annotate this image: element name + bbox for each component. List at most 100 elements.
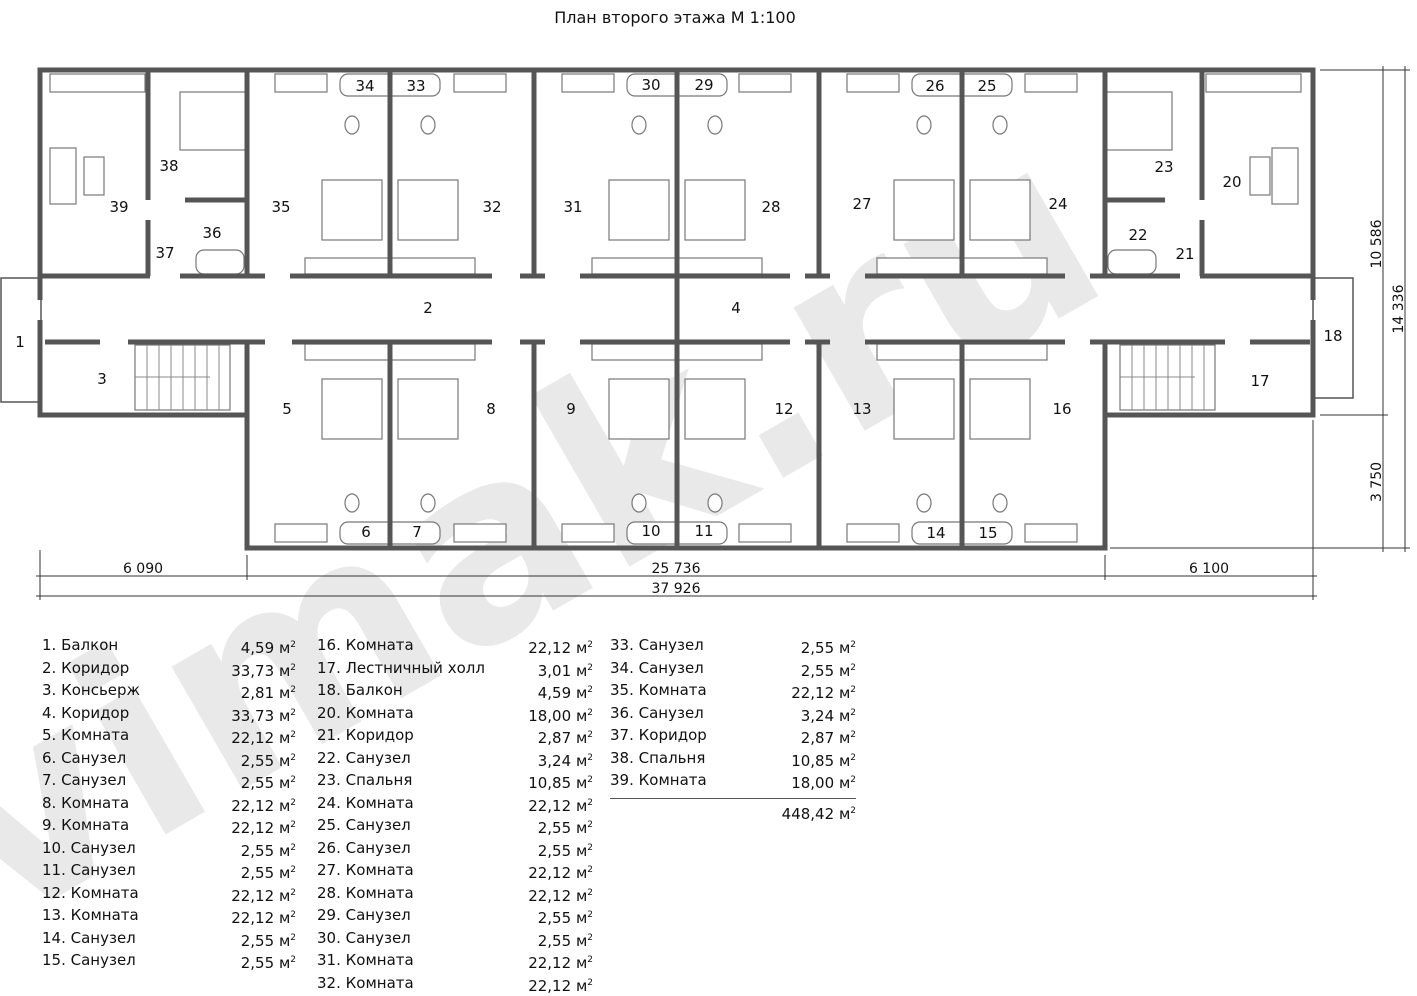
room-name: 28. Комната <box>317 884 414 907</box>
legend-row: 15. Санузел 2,55 м2 <box>42 951 296 974</box>
room-area: 2,55 м2 <box>241 951 296 974</box>
room-area: 10,85 м2 <box>791 749 856 772</box>
room-number: 36 <box>202 224 221 242</box>
room-number: 14 <box>926 524 945 542</box>
toilet <box>632 494 646 512</box>
dim-height-projection: 3 750 <box>1369 462 1385 502</box>
room-name: 30. Санузел <box>317 929 411 952</box>
kitchenette <box>454 74 506 92</box>
room-area: 4,59 м2 <box>241 636 296 659</box>
room-name: 22. Санузел <box>317 749 411 772</box>
legend-row: 13. Комната 22,12 м2 <box>42 906 296 929</box>
room-number: 30 <box>641 76 660 94</box>
room-area: 22,12 м2 <box>231 906 296 929</box>
room-name: 15. Санузел <box>42 951 136 974</box>
bed <box>322 180 382 240</box>
room-area: 33,73 м2 <box>231 704 296 727</box>
kitchenette <box>1025 74 1077 92</box>
room-name: 32. Комната <box>317 974 414 996</box>
room-area: 2,55 м2 <box>801 636 856 659</box>
room-name: 35. Комната <box>610 681 707 704</box>
room-area: 22,12 м2 <box>231 726 296 749</box>
legend-row: 11. Санузел 2,55 м2 <box>42 861 296 884</box>
room-number: 18 <box>1323 327 1342 345</box>
room-area: 22,12 м2 <box>528 861 593 884</box>
toilet <box>421 494 435 512</box>
room-area: 2,87 м2 <box>801 726 856 749</box>
room-number: 10 <box>641 522 660 540</box>
bed <box>894 379 954 439</box>
room-area: 22,12 м2 <box>791 681 856 704</box>
room-number: 34 <box>355 77 374 95</box>
room-area: 22,12 м2 <box>231 816 296 839</box>
room-number: 32 <box>482 198 501 216</box>
room-name: 39. Комната <box>610 771 707 794</box>
room-number: 5 <box>282 400 292 418</box>
room-area: 22,12 м2 <box>528 794 593 817</box>
room-area: 22,12 м2 <box>528 636 593 659</box>
toilet <box>708 494 722 512</box>
room-area: 22,12 м2 <box>231 794 296 817</box>
dim-right-wing: 6 100 <box>1189 561 1229 577</box>
room-name: 12. Комната <box>42 884 139 907</box>
room-name: 7. Санузел <box>42 771 126 794</box>
room-name: 14. Санузел <box>42 929 136 952</box>
room-area: 3,01 м2 <box>538 659 593 682</box>
room-area: 3,24 м2 <box>801 704 856 727</box>
room-name: 20. Комната <box>317 704 414 727</box>
bed <box>970 379 1030 439</box>
kitchenette <box>562 524 614 542</box>
toilet <box>993 116 1007 134</box>
room-area: 10,85 м2 <box>528 771 593 794</box>
legend-row: 35. Комната 22,12 м2 <box>610 681 856 704</box>
bed <box>685 180 745 240</box>
coffee-table <box>1250 157 1270 195</box>
bed <box>398 379 458 439</box>
room-number: 35 <box>271 198 290 216</box>
room-number: 9 <box>566 400 576 418</box>
room-area: 18,00 м2 <box>791 771 856 794</box>
room-area: 22,12 м2 <box>528 974 593 996</box>
room-number: 31 <box>563 198 582 216</box>
room-area: 22,12 м2 <box>231 884 296 907</box>
dim-height-main: 10 586 <box>1369 219 1385 268</box>
room-number: 6 <box>361 523 371 541</box>
room-name: 34. Санузел <box>610 659 704 682</box>
toilet <box>632 116 646 134</box>
room-number: 27 <box>852 195 871 213</box>
room-name: 10. Санузел <box>42 839 136 862</box>
room-number: 3 <box>97 370 107 388</box>
bed <box>685 379 745 439</box>
legend-row: 12. Комната 22,12 м2 <box>42 884 296 907</box>
kitchenette <box>739 524 791 542</box>
room-area: 2,55 м2 <box>241 861 296 884</box>
room-area: 2,87 м2 <box>538 726 593 749</box>
toilet <box>708 116 722 134</box>
room-name: 11. Санузел <box>42 861 136 884</box>
room-area: 2,55 м2 <box>538 816 593 839</box>
room-name: 13. Комната <box>42 906 139 929</box>
bathtub <box>1108 250 1156 274</box>
kitchenette <box>739 74 791 92</box>
kitchenette <box>50 74 145 92</box>
toilet <box>917 494 931 512</box>
